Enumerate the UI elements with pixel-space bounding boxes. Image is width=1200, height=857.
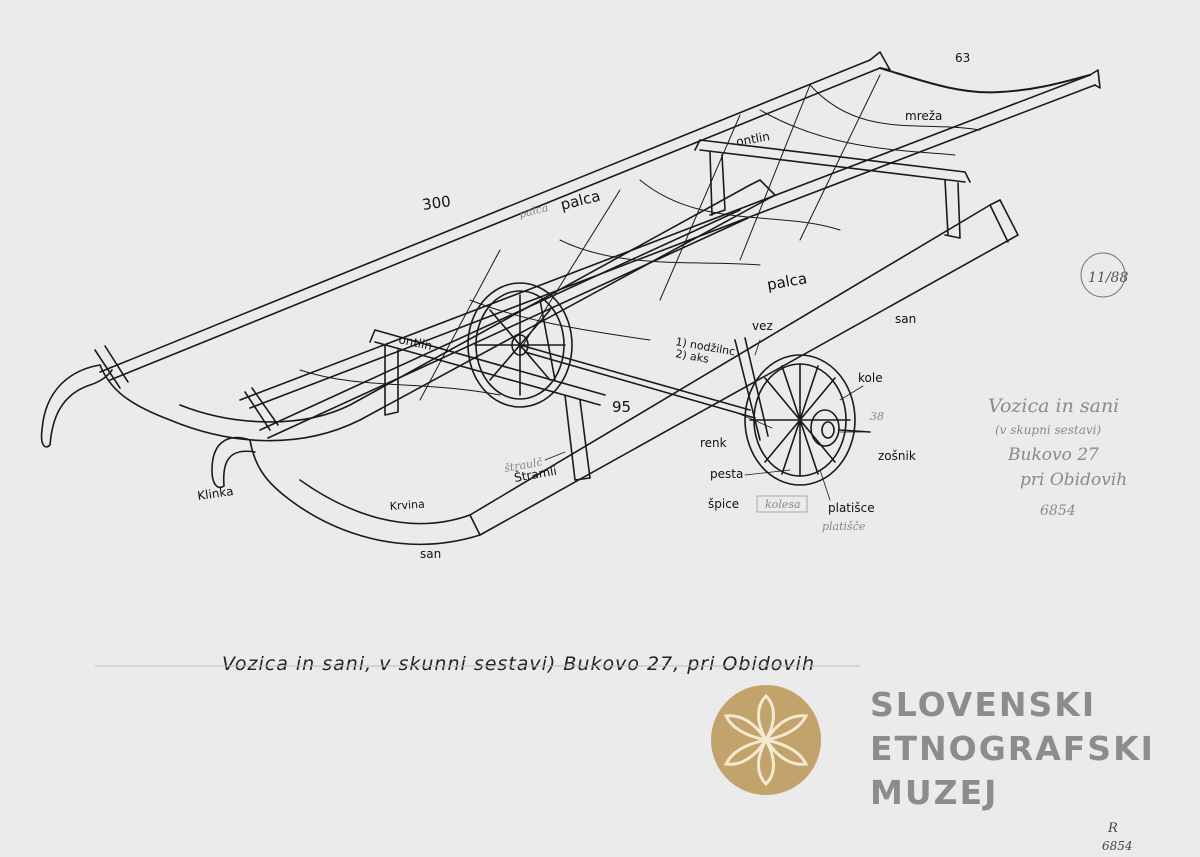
- label-kolesa: kolesa: [765, 498, 801, 511]
- label-san-right: san: [895, 312, 916, 326]
- crossbar-rear: [694, 139, 971, 183]
- label-platisce-pencil: platišče: [822, 520, 866, 533]
- kolesa-box: [756, 495, 808, 513]
- label-stramli: Štramli: [513, 463, 558, 485]
- logo-line-3: MUZEJ: [870, 773, 998, 812]
- label-spice: špice: [708, 497, 739, 511]
- front-curl-left: [40, 364, 113, 448]
- diagram-labels: 63 mreža ontlin palca palca 300 palca on…: [196, 51, 970, 561]
- label-krvina: Krvina: [389, 498, 425, 513]
- right-runner: [249, 199, 1019, 546]
- label-kole: kole: [858, 371, 883, 385]
- logo-line-2: ETNOGRAFSKI: [870, 729, 1155, 768]
- front-curl-right: [211, 436, 256, 489]
- label-platisce: platišce: [828, 501, 875, 515]
- label-95: 95: [612, 398, 631, 416]
- side-note-place: Bukovo 27: [1007, 445, 1099, 465]
- label-vez: vez: [752, 319, 773, 333]
- left-runner: [99, 179, 776, 442]
- label-38: 38: [870, 410, 884, 423]
- label-pesta: pesta: [710, 467, 743, 481]
- label-san-bottom: san: [420, 547, 441, 561]
- side-note-family: pri Obidovih: [1020, 470, 1127, 490]
- corner-note-number: 6854: [1102, 839, 1133, 853]
- side-note-subtitle: (v skupni sestavi): [995, 423, 1102, 437]
- label-ontlin-top: ontlin: [735, 129, 771, 149]
- side-note: 11/88 Vozica in sani (v skupni sestavi) …: [988, 252, 1128, 519]
- sled-illustration: [40, 51, 1101, 546]
- drawing-caption: Vozica in sani, v skunni sestavi) Bukovo…: [222, 653, 815, 675]
- side-note-title: Vozica in sani: [988, 395, 1119, 417]
- rail-long-mid: [259, 209, 749, 439]
- corner-note-letter: R: [1107, 821, 1118, 836]
- flower-icon: [723, 693, 809, 787]
- label-mreza: mreža: [905, 109, 942, 123]
- label-300: 300: [421, 192, 452, 214]
- logo-line-1: SLOVENSKI: [870, 685, 1096, 724]
- rail-left: [99, 59, 881, 381]
- museum-logo: SLOVENSKI ETNOGRAFSKI MUZEJ: [711, 685, 1155, 812]
- label-klinka: Klinka: [196, 484, 234, 503]
- label-63: 63: [955, 51, 970, 65]
- catalog-stamp: 11/88: [1088, 270, 1128, 286]
- catalog-stamp-circle: [1080, 252, 1126, 298]
- label-renk: renk: [700, 436, 727, 450]
- label-ontlin-left: ontlin: [397, 332, 433, 353]
- side-note-number: 6854: [1040, 503, 1076, 519]
- wheel-front: [744, 354, 871, 486]
- label-aks: 2) aks: [674, 347, 710, 366]
- crossbar-front: [369, 329, 606, 406]
- label-zosnik: zošnik: [878, 449, 916, 463]
- rail-top: [239, 74, 1096, 409]
